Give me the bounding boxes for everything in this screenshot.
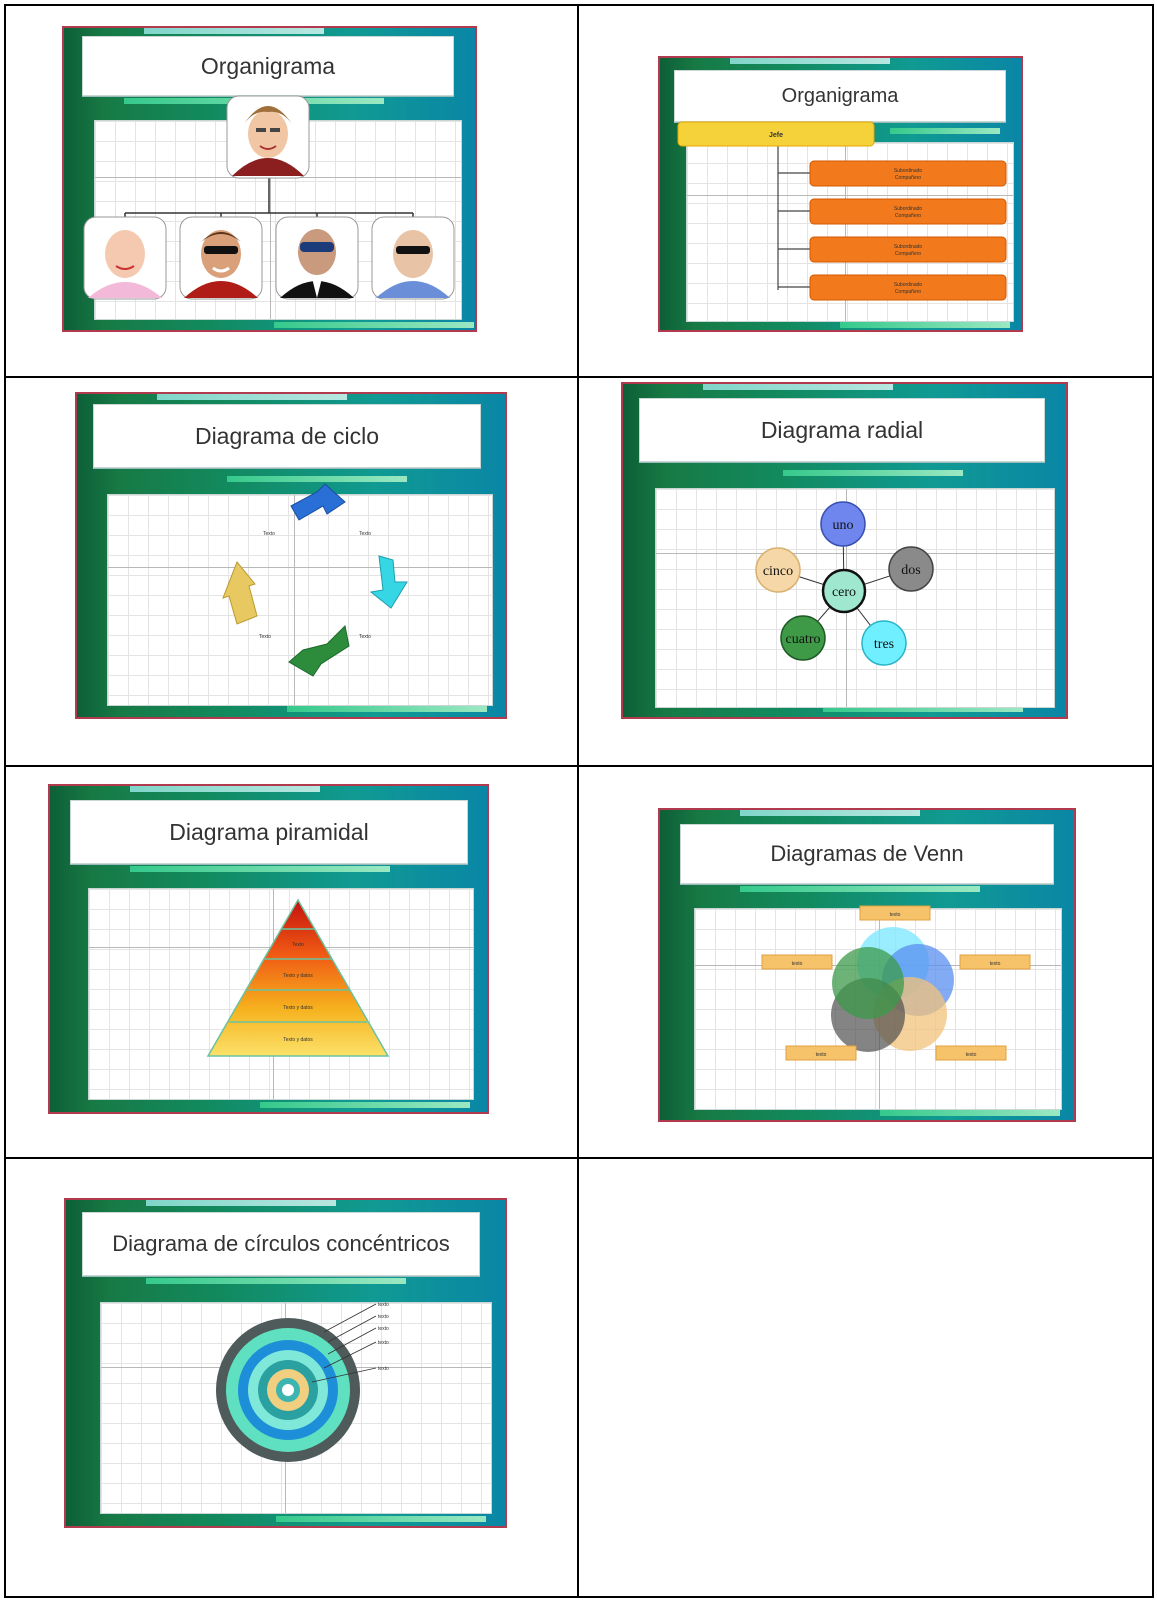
slide-diagrama-piramidal: Diagrama piramidal Texto Texto y datos T… xyxy=(48,784,489,1114)
svg-text:Compañero: Compañero xyxy=(895,251,921,257)
radial-node-dos: dos xyxy=(888,546,934,592)
person-photo-icon xyxy=(275,216,359,300)
venn-label: texto xyxy=(935,1045,1007,1061)
svg-text:uno: uno xyxy=(833,518,854,533)
radial-node-tres: tres xyxy=(861,620,907,666)
subordinate-box: Subordinado Compañero xyxy=(809,198,1007,225)
slide-content-area xyxy=(107,494,493,706)
slide-organigrama-boxes: Organigrama Jefe Subordinado Compañero S… xyxy=(658,56,1023,332)
radial-diagram: uno dos tres cuatro cinco cero xyxy=(755,501,934,666)
svg-text:dos: dos xyxy=(901,563,920,578)
svg-text:Subordinado: Subordinado xyxy=(894,282,923,288)
person-photo-icon xyxy=(226,95,310,179)
venn-label: texto xyxy=(859,905,931,921)
svg-text:Texto: Texto xyxy=(359,634,371,640)
svg-text:Compañero: Compañero xyxy=(895,213,921,219)
svg-text:Compañero: Compañero xyxy=(895,289,921,295)
svg-text:Texto y datos: Texto y datos xyxy=(283,973,313,979)
svg-text:texto: texto xyxy=(990,961,1001,967)
boss-box: Jefe xyxy=(677,121,875,147)
slide-diagrama-ciclo: Diagrama de ciclo Texto Texto Texto Text… xyxy=(75,392,507,719)
cycle-arrow-icon xyxy=(288,624,350,677)
pyramid-diagram: Texto Texto y datos Texto y datos Texto … xyxy=(206,898,390,1057)
radial-node-cero: cero xyxy=(821,568,867,614)
radial-node-cuatro: cuatro xyxy=(780,615,826,661)
svg-text:texto: texto xyxy=(378,1302,389,1308)
slide-diagramas-venn: Diagramas de Venn texto texto texto text… xyxy=(658,808,1076,1122)
radial-node-uno: uno xyxy=(820,501,866,547)
table-grid xyxy=(4,4,1154,1598)
svg-text:texto: texto xyxy=(792,961,803,967)
svg-text:Subordinado: Subordinado xyxy=(894,168,923,174)
slide-diagrama-radial: Diagrama radial uno dos tres cuatro cinc… xyxy=(621,382,1068,719)
slide-title: Organigrama xyxy=(674,70,1006,122)
radial-node-cinco: cinco xyxy=(755,547,801,593)
slide-title: Diagrama de ciclo xyxy=(93,404,481,468)
slide-title: Diagramas de Venn xyxy=(680,824,1054,884)
svg-text:cinco: cinco xyxy=(763,564,793,579)
svg-text:Texto y datos: Texto y datos xyxy=(283,1005,313,1011)
table-row-divider xyxy=(4,1157,1154,1159)
svg-text:texto: texto xyxy=(816,1052,827,1058)
slide-title: Diagrama piramidal xyxy=(70,800,468,864)
table-row-divider xyxy=(4,376,1154,378)
subordinate-box: Subordinado Compañero xyxy=(809,236,1007,263)
svg-text:Subordinado: Subordinado xyxy=(894,206,923,212)
svg-text:texto: texto xyxy=(378,1366,389,1372)
venn-label: texto xyxy=(959,954,1031,970)
person-photo-icon xyxy=(371,216,455,300)
svg-text:texto: texto xyxy=(378,1340,389,1346)
svg-text:Texto: Texto xyxy=(259,634,271,640)
svg-text:cero: cero xyxy=(832,585,856,600)
cycle-arrow-icon xyxy=(222,561,258,625)
venn-diagram: texto texto texto texto texto xyxy=(761,905,1031,1061)
svg-text:Texto: Texto xyxy=(263,531,275,537)
org-chart-photos xyxy=(83,95,455,300)
subordinate-box: Subordinado Compañero xyxy=(809,274,1007,301)
table-column-divider xyxy=(577,4,579,1598)
svg-text:Texto: Texto xyxy=(292,942,304,948)
svg-text:Texto: Texto xyxy=(359,531,371,537)
cycle-diagram: Texto Texto Texto Texto xyxy=(222,483,408,677)
slide-title: Diagrama de círculos concéntricos xyxy=(82,1212,480,1276)
org-chart-boxes: Jefe Subordinado Compañero Subordinado C… xyxy=(677,121,1007,301)
svg-text:texto: texto xyxy=(890,912,901,918)
svg-text:Texto y datos: Texto y datos xyxy=(283,1037,313,1043)
slide-organigrama-photos: Organigrama xyxy=(62,26,477,332)
venn-label: texto xyxy=(761,954,833,970)
svg-text:texto: texto xyxy=(966,1052,977,1058)
svg-text:cuatro: cuatro xyxy=(786,632,821,647)
svg-text:Subordinado: Subordinado xyxy=(894,244,923,250)
svg-text:Jefe: Jefe xyxy=(769,132,783,139)
table-row-divider xyxy=(4,765,1154,767)
svg-text:Compañero: Compañero xyxy=(895,175,921,181)
person-photo-icon xyxy=(179,216,263,300)
cycle-arrow-icon xyxy=(369,555,408,609)
slide-title: Diagrama radial xyxy=(639,398,1045,462)
svg-text:texto: texto xyxy=(378,1314,389,1320)
concentric-circles-diagram: texto texto texto texto texto xyxy=(216,1302,389,1462)
cycle-arrow-icon xyxy=(290,483,346,521)
venn-label: texto xyxy=(785,1045,857,1061)
svg-text:texto: texto xyxy=(378,1326,389,1332)
slide-circulos-concentricos: Diagrama de círculos concéntricos texto … xyxy=(64,1198,507,1528)
person-photo-icon xyxy=(83,216,167,300)
subordinate-box: Subordinado Compañero xyxy=(809,160,1007,187)
svg-text:tres: tres xyxy=(874,637,894,652)
